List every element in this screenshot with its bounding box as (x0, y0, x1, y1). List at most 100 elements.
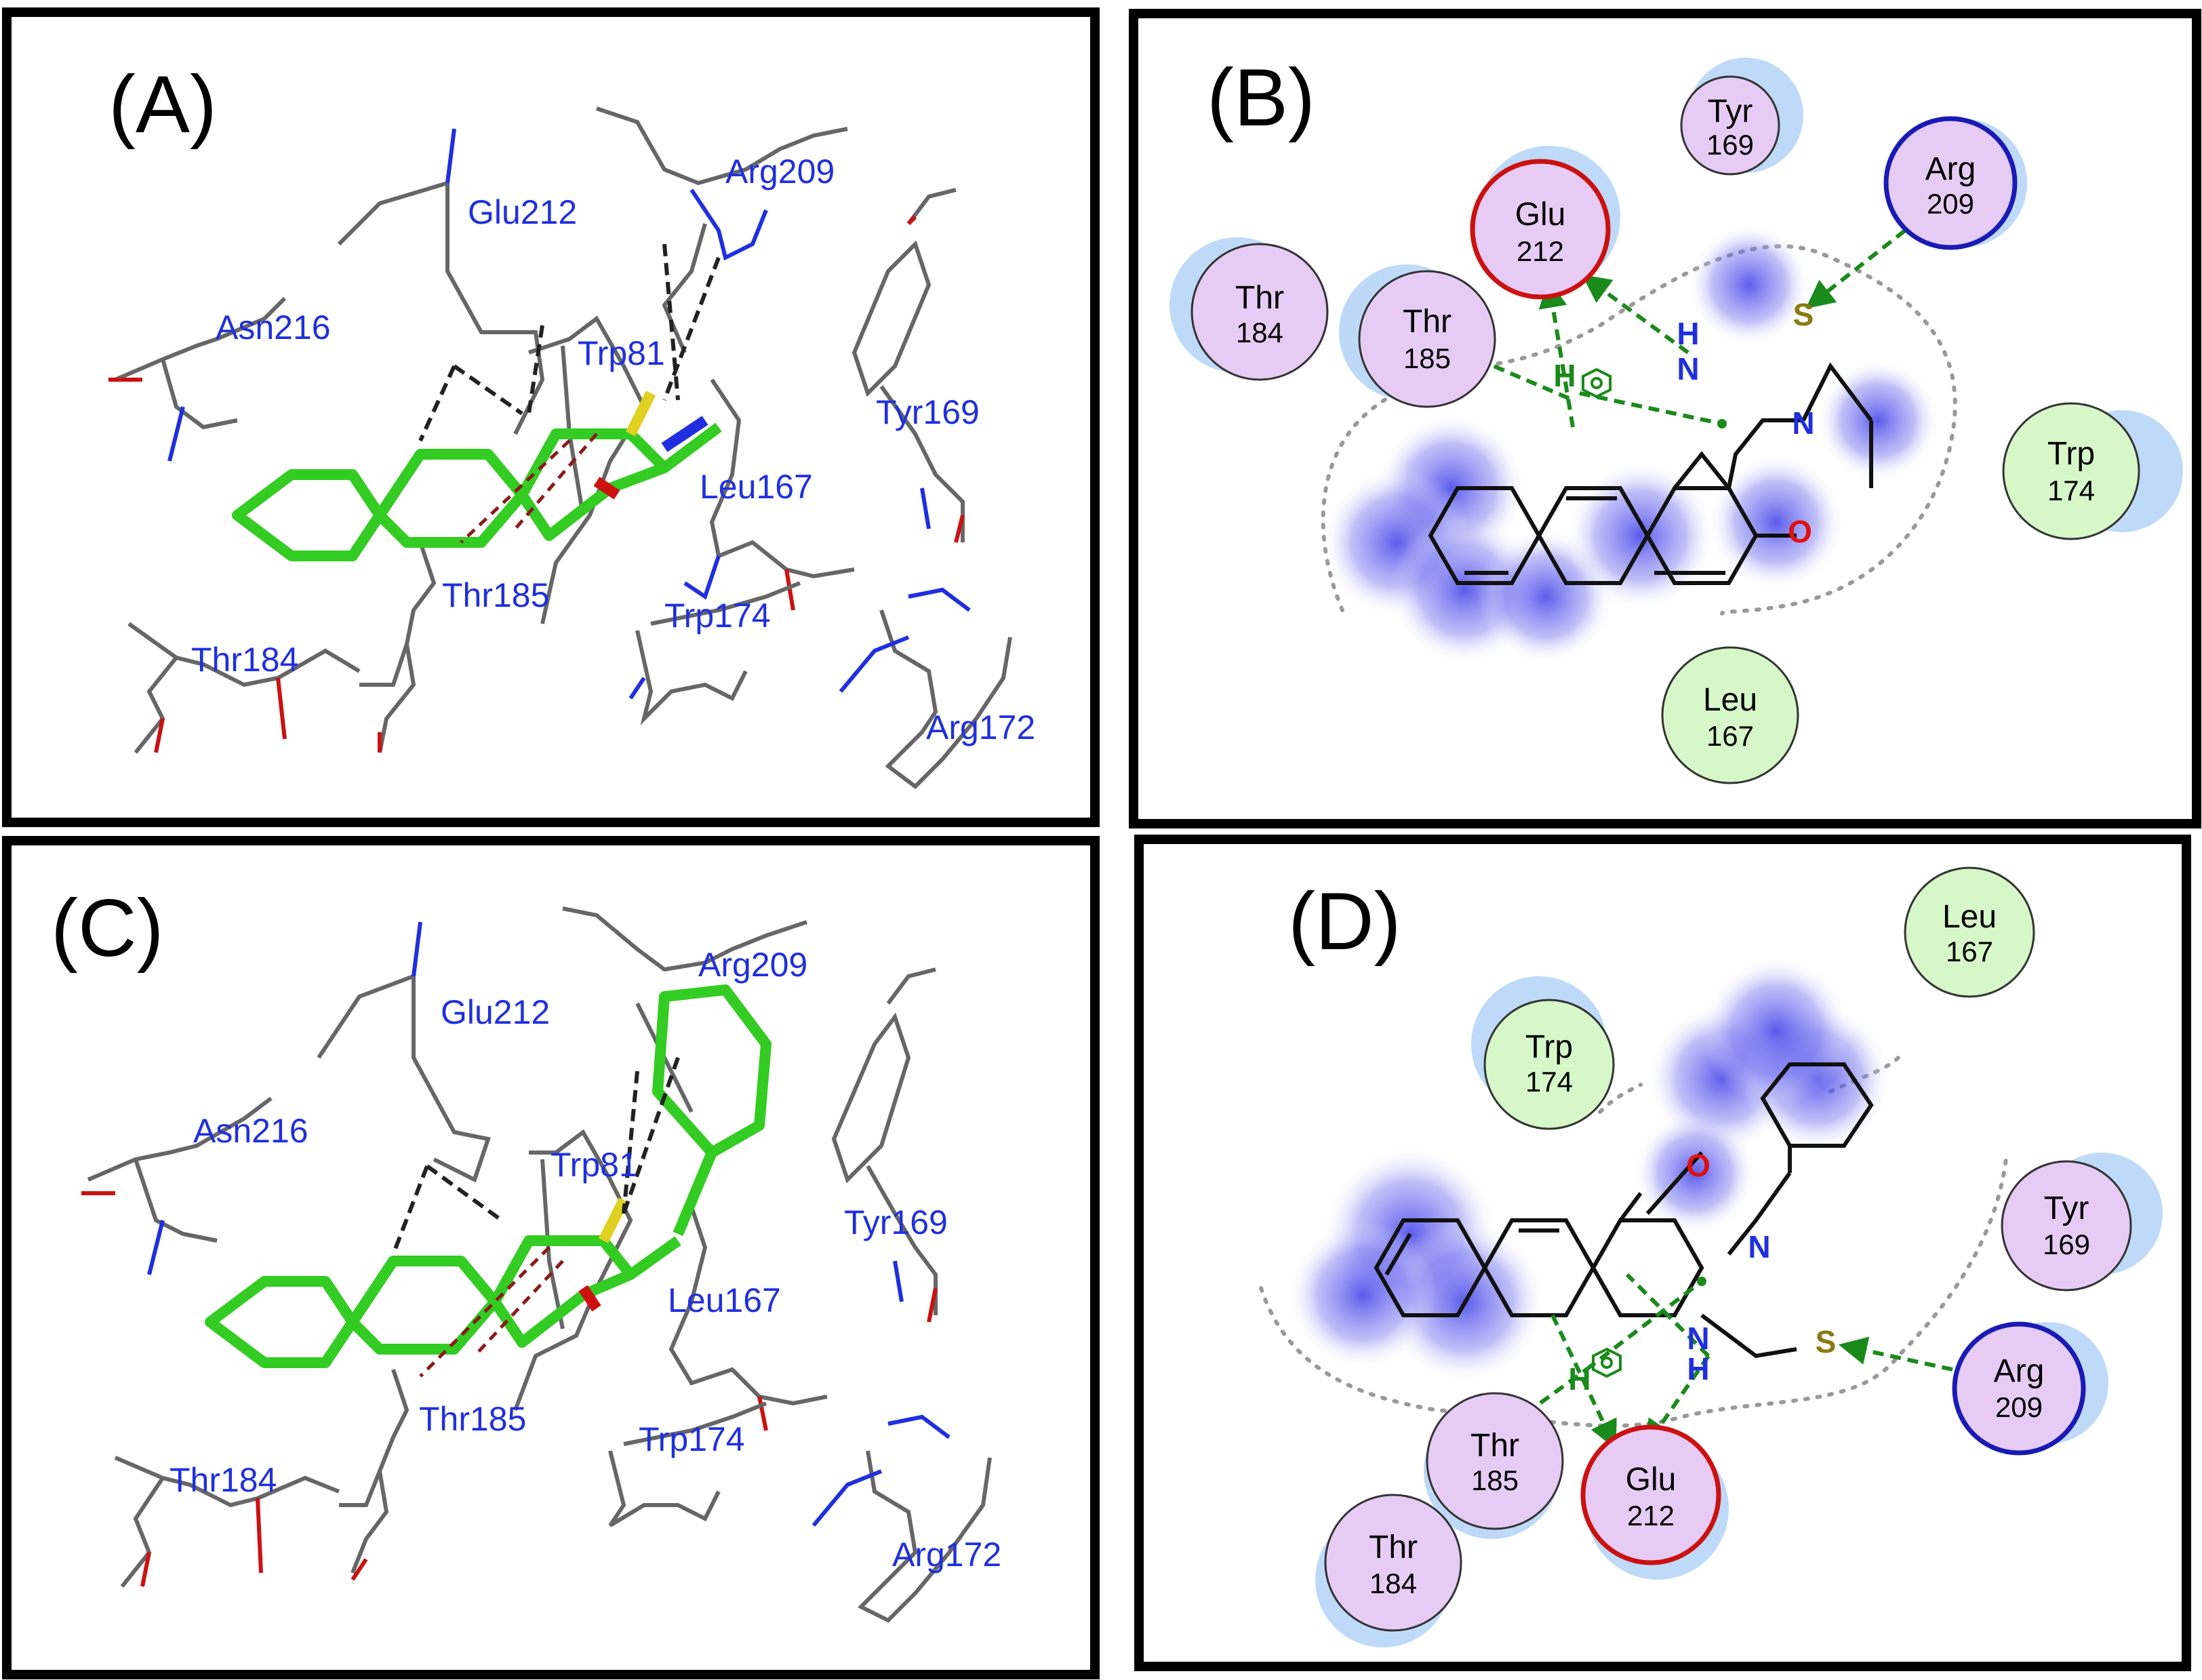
res-d-name-3: Tyr (2044, 1191, 2089, 1226)
res-d-name-7: Thr (1369, 1529, 1418, 1565)
res-d-name-7b: 184 (1369, 1567, 1417, 1599)
res-a-8: Trp174 (664, 597, 771, 635)
panel-b-label: (B) (1207, 52, 1315, 143)
res-a-7: Thr185 (442, 576, 549, 614)
atom-o-d: O (1686, 1148, 1710, 1183)
res-c-6: Leu167 (668, 1281, 781, 1319)
panel-d-label: (D) (1288, 876, 1401, 967)
residue-labels-c: Glu212 Arg209 Asn216 Trp81 Tyr169 Leu167… (169, 946, 1001, 1574)
res-a-5: Tyr169 (876, 393, 980, 431)
atom-s-d: S (1816, 1324, 1837, 1359)
panel-a: (A) (2, 7, 1100, 827)
res-b-num-2: 209 (1927, 188, 1974, 220)
hbonds-a-red (460, 433, 598, 544)
res-b-num-4: 184 (1236, 317, 1283, 348)
hbonds-c-red (419, 1246, 564, 1378)
res-c-10: Arg172 (892, 1536, 1001, 1574)
residue-leu167-d: Leu 167 (1904, 866, 2035, 998)
res-d-name-4: Arg (1994, 1353, 2045, 1389)
residue-arg209-d: Arg 209 (1952, 1321, 2086, 1456)
residue-thr185-d: Thr 185 (1426, 1392, 1564, 1530)
panel-d: (D) (1134, 835, 2191, 1671)
atom-h-b: H (1677, 316, 1699, 351)
res-d-name-6b: 212 (1627, 1500, 1675, 1532)
residue-arg209-b: Arg 209 (1883, 116, 2018, 250)
res-d-name-2b: 174 (1525, 1066, 1573, 1098)
res-d-name-5: Thr (1470, 1428, 1519, 1464)
res-d-name-4b: 209 (1995, 1391, 2043, 1423)
res-b-name-3: Glu (1515, 197, 1566, 233)
res-c-7: Thr185 (419, 1400, 526, 1438)
res-d-name-5b: 185 (1471, 1464, 1519, 1496)
panel-a-label: (A) (108, 59, 217, 150)
ligand-d (1374, 1062, 1874, 1359)
ligand-b (1428, 362, 1873, 585)
hbonds-c (391, 1057, 680, 1256)
atom-o-b: O (1788, 514, 1812, 549)
hbond-arrows-b (1477, 228, 1906, 428)
panel-b: (B) (1129, 9, 2201, 828)
residue-tyr169-d: Tyr 169 (2001, 1160, 2132, 1292)
pi-h-symbol-b (1582, 367, 1612, 399)
pocket-contour-d (1259, 1056, 2009, 1428)
residue-trp174-b: Trp 174 (2002, 402, 2140, 540)
res-c-9: Thr184 (169, 1461, 277, 1499)
exposure-blobs-b (1322, 224, 1939, 664)
panel-b-frame (1129, 9, 2201, 828)
pi-h-label-b: H (1553, 358, 1576, 393)
atom-n2-d: N (1687, 1321, 1709, 1356)
atom-n2-b: N (1792, 405, 1814, 441)
res-b-num-5: 185 (1403, 342, 1451, 374)
res-d-name-1b: 167 (1946, 936, 1993, 967)
res-c-2: Arg209 (698, 946, 807, 984)
pi-center-d (1697, 1277, 1706, 1286)
res-a-10: Arg172 (926, 708, 1035, 746)
res-a-3: Asn216 (216, 308, 331, 346)
residue-leu167-b: Leu 167 (1661, 646, 1799, 784)
res-a-6: Leu167 (700, 468, 813, 506)
atom-s-b: S (1793, 297, 1814, 332)
res-b-num-3: 212 (1517, 235, 1564, 267)
ligand-c (205, 984, 772, 1368)
res-b-num-1: 169 (1706, 129, 1754, 161)
res-a-9: Thr184 (191, 641, 298, 679)
res-c-3: Asn216 (193, 1112, 308, 1150)
res-b-name-1: Tyr (1708, 94, 1753, 129)
panel-c-label: (C) (51, 883, 164, 974)
res-a-4: Trp81 (578, 334, 665, 372)
residue-thr184-d: Thr 184 (1324, 1494, 1462, 1632)
res-a-2: Arg209 (725, 153, 835, 191)
residue-glu212-b: Glu 212 (1470, 159, 1611, 300)
panel-c: (C) (2, 836, 1100, 1679)
pi-h-symbol-d (1592, 1347, 1622, 1378)
hbonds-a (418, 243, 721, 442)
res-d-name-1: Leu (1942, 899, 1997, 935)
res-b-name-4: Thr (1235, 280, 1284, 316)
atom-n1-d: N (1748, 1229, 1770, 1264)
atom-h-d: H (1687, 1351, 1709, 1386)
res-b-name-7: Leu (1703, 682, 1757, 718)
residue-trp174-d: Trp 174 (1483, 999, 1615, 1130)
atom-n1-b: N (1677, 351, 1699, 386)
ligand-a (232, 391, 722, 561)
residue-thr184-b: Thr 184 (1190, 243, 1329, 381)
residue-labels-a: Glu212 Arg209 Asn216 Trp81 Tyr169 Leu167… (191, 153, 1035, 746)
res-a-1: Glu212 (468, 193, 577, 231)
res-b-num-7: 167 (1706, 720, 1754, 752)
res-b-name-2: Arg (1925, 151, 1976, 187)
res-b-name-5: Thr (1403, 304, 1452, 340)
res-c-4: Trp81 (550, 1146, 638, 1184)
res-c-8: Trp174 (639, 1420, 745, 1458)
res-d-name-2: Trp (1525, 1029, 1573, 1065)
residue-tyr169-b: Tyr 169 (1680, 75, 1780, 176)
residue-glu212-d: Glu 212 (1580, 1424, 1721, 1565)
res-c-5: Tyr169 (844, 1203, 948, 1241)
pocket-contour-b (1321, 244, 1957, 616)
exposure-blobs-d (1288, 956, 1891, 1383)
res-d-name-6: Glu (1626, 1462, 1677, 1498)
res-b-name-6: Trp (2047, 436, 2095, 472)
protein-residues-c (81, 906, 992, 1623)
pi-center-b (1717, 419, 1727, 428)
res-d-name-3b: 169 (2043, 1228, 2090, 1260)
